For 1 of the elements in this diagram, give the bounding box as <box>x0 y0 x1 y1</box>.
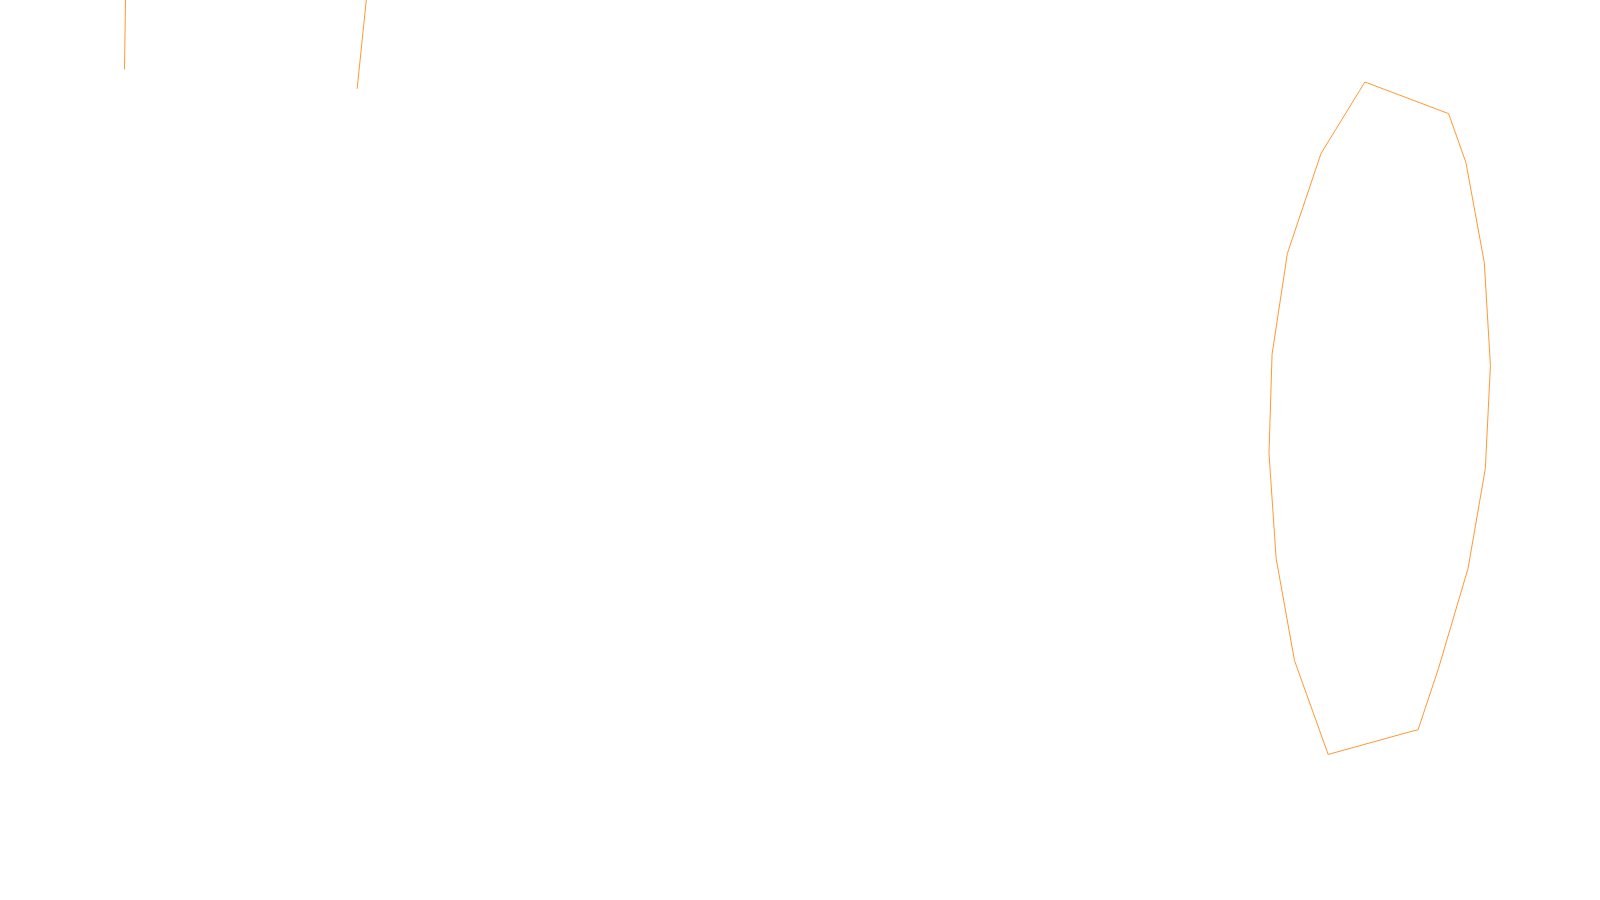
polygon-outline <box>1267 79 1493 757</box>
